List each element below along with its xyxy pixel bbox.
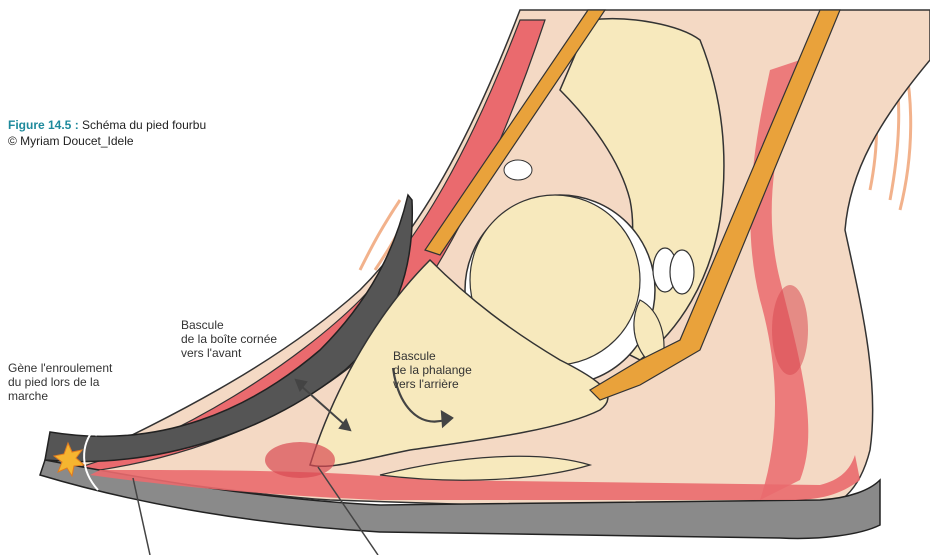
phalanx-tilt-line-1: Bascule — [393, 349, 472, 363]
rolling-hindrance-label: Gène l'enroulement du pied lors de la ma… — [8, 361, 112, 403]
inflammation-spot-1 — [265, 442, 335, 478]
figure-number: Figure 14.5 : — [8, 118, 79, 132]
rolling-hindrance-line-2: du pied lors de la — [8, 375, 112, 389]
figure-caption: Figure 14.5 : Schéma du pied fourbu © My… — [8, 117, 206, 149]
figure-title: Schéma du pied fourbu — [82, 118, 206, 132]
hoof-tilt-label: Bascule de la boîte cornée vers l'avant — [181, 318, 277, 360]
phalanx-tilt-label: Bascule de la phalange vers l'arrière — [393, 349, 472, 391]
hoof-tilt-line-3: vers l'avant — [181, 346, 277, 360]
phalanx-tilt-line-3: vers l'arrière — [393, 377, 472, 391]
synovial-pouch — [504, 160, 532, 180]
rolling-hindrance-line-3: marche — [8, 389, 112, 403]
rolling-hindrance-line-1: Gène l'enroulement — [8, 361, 112, 375]
hoof-tilt-line-1: Bascule — [181, 318, 277, 332]
figure-credit: © Myriam Doucet_Idele — [8, 133, 206, 149]
hoof-tilt-line-2: de la boîte cornée — [181, 332, 277, 346]
inflammation-spot-2 — [772, 285, 808, 375]
phalanx-tilt-line-2: de la phalange — [393, 363, 472, 377]
navicular-bone-2 — [670, 250, 694, 294]
